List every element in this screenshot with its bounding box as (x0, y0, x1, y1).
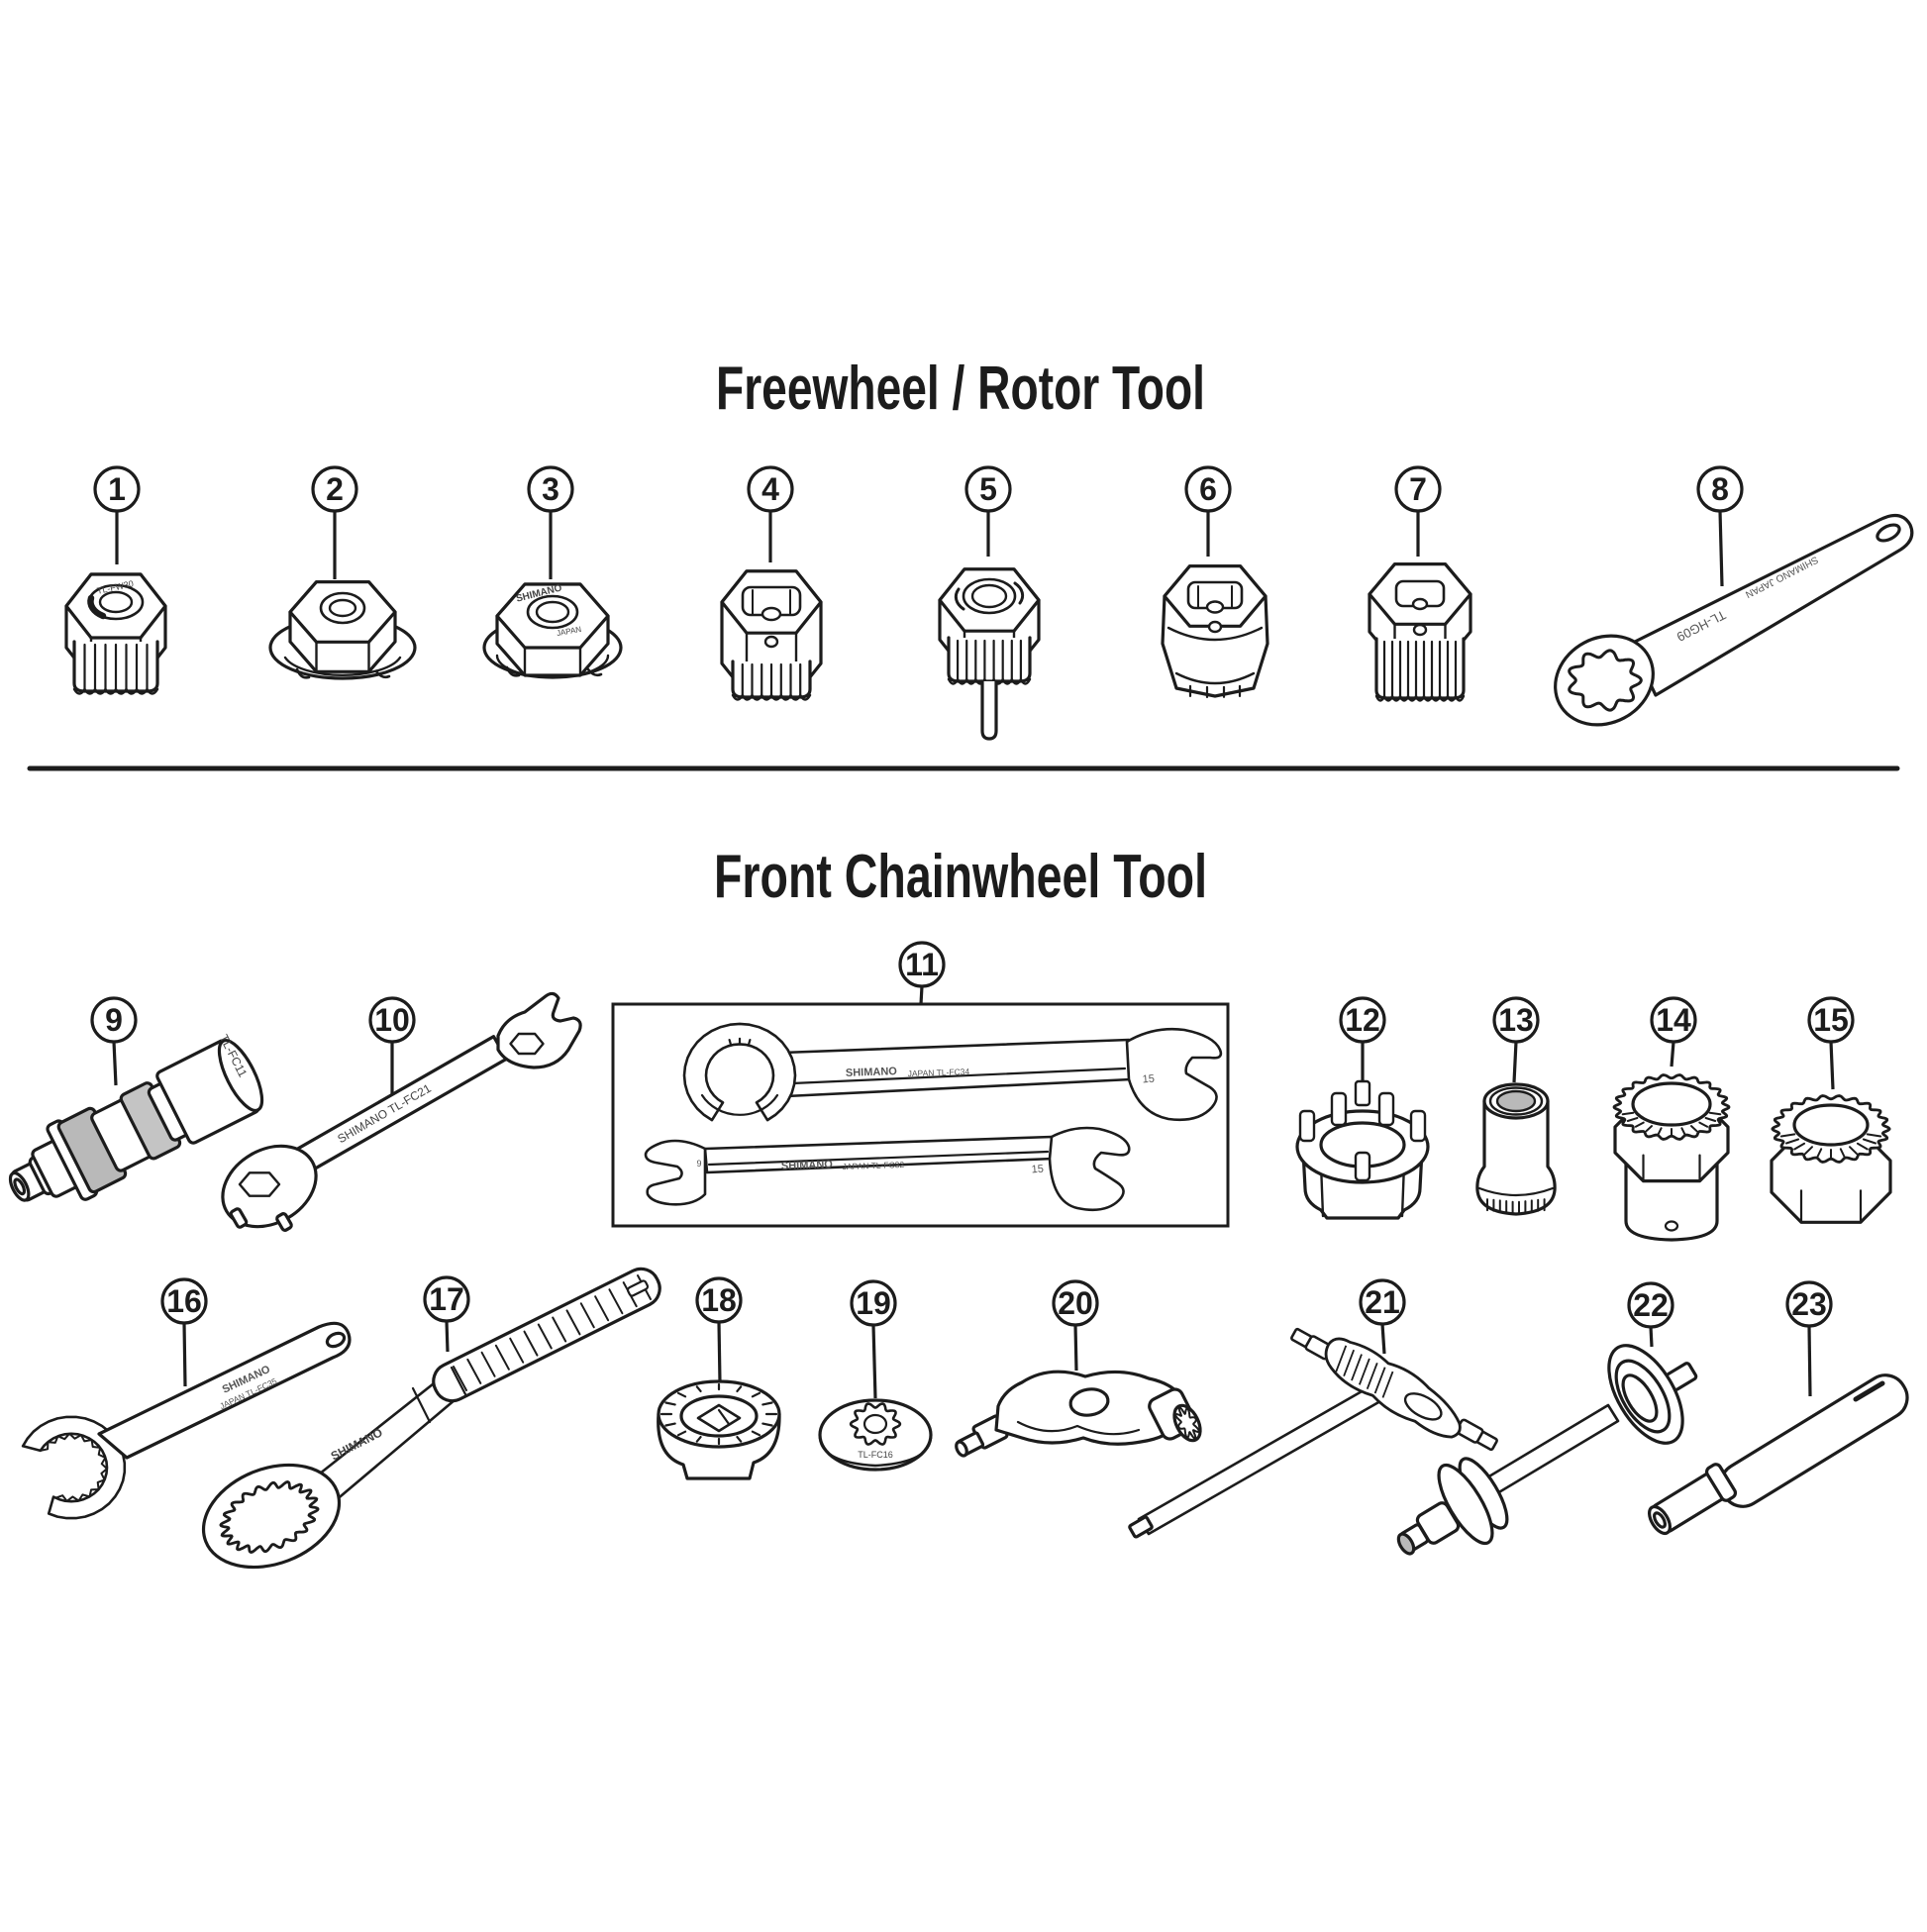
svg-text:22: 22 (1633, 1287, 1669, 1323)
svg-text:4: 4 (761, 471, 779, 507)
svg-text:2: 2 (326, 471, 344, 507)
svg-text:JAPAN: JAPAN (556, 625, 582, 638)
svg-text:8: 8 (1711, 471, 1729, 507)
svg-text:Freewheel / Rotor Tool: Freewheel / Rotor Tool (716, 355, 1205, 423)
svg-text:10: 10 (374, 1002, 410, 1038)
svg-text:21: 21 (1365, 1284, 1400, 1320)
svg-text:12: 12 (1345, 1002, 1380, 1038)
svg-text:3: 3 (542, 471, 559, 507)
svg-text:SHIMANO: SHIMANO (846, 1066, 898, 1079)
svg-text:23: 23 (1791, 1286, 1827, 1322)
svg-text:5: 5 (979, 471, 997, 507)
svg-text:13: 13 (1498, 1002, 1534, 1038)
svg-text:6: 6 (1199, 471, 1217, 507)
svg-text:7: 7 (1409, 471, 1427, 507)
svg-text:18: 18 (701, 1282, 737, 1318)
svg-text:TL-FC16: TL-FC16 (858, 1450, 893, 1460)
svg-text:19: 19 (856, 1285, 891, 1321)
svg-text:15: 15 (1813, 1002, 1849, 1038)
svg-text:11: 11 (905, 947, 939, 982)
svg-text:JAPAN TL-FC32: JAPAN TL-FC32 (842, 1160, 904, 1171)
svg-text:SHIMANO: SHIMANO (781, 1159, 834, 1172)
svg-text:20: 20 (1058, 1285, 1093, 1321)
svg-text:14: 14 (1656, 1002, 1691, 1038)
svg-text:16: 16 (166, 1283, 202, 1319)
svg-text:9: 9 (696, 1159, 701, 1169)
svg-text:JAPAN TL-FC34: JAPAN TL-FC34 (907, 1067, 969, 1078)
svg-text:15: 15 (1142, 1073, 1155, 1086)
svg-text:15: 15 (1031, 1164, 1044, 1176)
svg-text:17: 17 (429, 1281, 464, 1317)
svg-text:9: 9 (105, 1002, 123, 1038)
svg-text:1: 1 (108, 471, 126, 507)
svg-text:Front Chainwheel Tool: Front Chainwheel Tool (714, 843, 1207, 911)
